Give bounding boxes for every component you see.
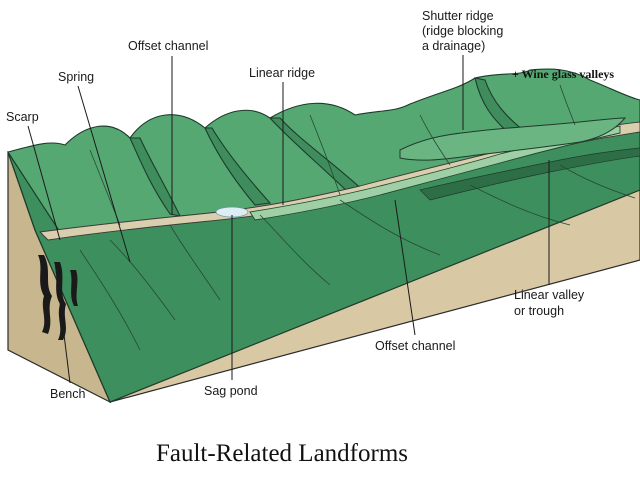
label-shutter-ridge: a drainage) (422, 39, 485, 53)
linear-ridge (249, 125, 621, 221)
label-scarp: Scarp (6, 110, 39, 124)
drainage-line (559, 164, 636, 199)
leader-scarp (27, 125, 61, 241)
caption: Fault-Related Landforms (156, 440, 408, 467)
leader-offset-channel-bottom (394, 199, 416, 336)
label-sag-pond: Sag pond (204, 384, 258, 398)
drainage-line (79, 249, 141, 351)
scarp-fissures (38, 255, 78, 340)
drainage-line (169, 224, 221, 301)
label-offset-channel-top: Offset channel (128, 39, 208, 53)
hill-drainage (309, 114, 341, 196)
leader-bench (54, 261, 71, 384)
hill-drainage (559, 84, 576, 126)
hill-drainage (419, 114, 451, 166)
shutter-ridge (399, 117, 627, 161)
label-shutter-ridge: Shutter ridge (422, 9, 494, 23)
label-linear-ridge: Linear ridge (249, 66, 315, 80)
drainage-line (339, 199, 441, 256)
label-shutter-ridge: (ridge blocking (422, 24, 503, 38)
hill-fold (204, 127, 272, 206)
label-wine-glass-valleys: + Wine glass valleys (512, 67, 614, 81)
label-linear-valley: Linear valley (514, 288, 585, 302)
drainage-line (259, 214, 331, 286)
label-bench: Bench (50, 387, 85, 401)
label-offset-channel-bottom: Offset channel (375, 339, 455, 353)
drainage-line (469, 184, 571, 226)
label-spring: Spring (58, 70, 94, 84)
drainage-line (109, 239, 176, 321)
label-linear-valley: or trough (514, 304, 564, 318)
leader-spring (77, 85, 131, 263)
